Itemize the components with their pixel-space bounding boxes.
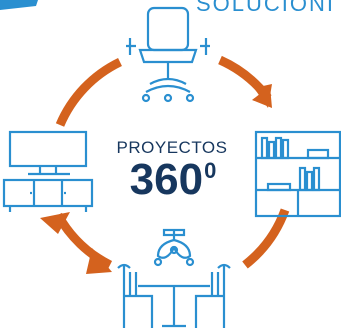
- corner-tab-icon: [0, 0, 38, 10]
- arc-left-top: [55, 57, 123, 127]
- arrowheads: [40, 84, 272, 274]
- header-title: SOLUCIONI: [196, 0, 336, 16]
- tv-cabinet-icon: [2, 130, 94, 212]
- arrowhead-right-icon: [254, 84, 272, 108]
- arrowhead-bottom-left-icon: [86, 248, 112, 274]
- arc-right-bottom: [242, 208, 290, 269]
- arc-bottom-left: [54, 212, 113, 270]
- dining-table-lamp-icon: [117, 228, 231, 328]
- center-number-value: 360: [129, 155, 204, 204]
- center-label: PROYECTOS: [116, 138, 228, 157]
- office-chair-icon: [126, 6, 210, 103]
- bookshelf-icon: [254, 130, 341, 218]
- center-number-superscript: 0: [204, 158, 217, 183]
- arrowhead-left-icon: [40, 212, 70, 234]
- center-number: 3600: [108, 158, 238, 202]
